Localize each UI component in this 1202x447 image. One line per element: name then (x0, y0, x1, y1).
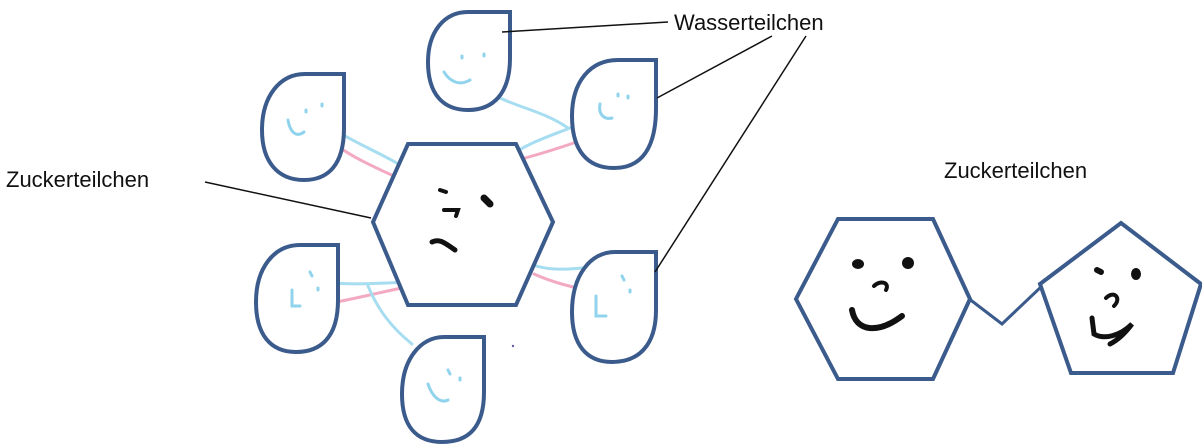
sugar-mouth (849, 307, 905, 332)
bond-blue (496, 95, 570, 130)
water-face (442, 70, 472, 85)
water-face (426, 382, 450, 403)
sugar-eye (480, 194, 494, 208)
sugar-pentagon-icon (1037, 220, 1202, 375)
sugar-mouth (429, 238, 458, 253)
leader-lines (204, 21, 807, 273)
sugar-face (849, 257, 914, 332)
sugar-nose (872, 280, 889, 292)
water-drop-icon (399, 335, 486, 445)
sugar-eye (1131, 268, 1141, 280)
bond-pink (328, 286, 404, 305)
water-drop-icon (425, 10, 512, 113)
sugar-mouth (1089, 315, 1134, 347)
bond-pink (334, 143, 400, 180)
label-water-particles: Wasserteilchen (674, 10, 824, 35)
leader-line (204, 181, 372, 219)
label-sugar-particle: Zuckerteilchen (6, 167, 149, 192)
sugar-nose (1104, 292, 1120, 308)
leader-line (501, 21, 669, 33)
water-face (594, 294, 608, 318)
water-drop-icon (259, 72, 346, 183)
sugar-face (429, 188, 494, 253)
bond-blue (512, 122, 582, 155)
sugar-hexagon-icon (370, 142, 556, 307)
water-face (620, 274, 626, 282)
bond-blue (338, 131, 404, 168)
leader-line (654, 35, 807, 273)
water-drop-icon (569, 250, 658, 365)
bond-blue (528, 262, 584, 271)
water-drop-icon (253, 243, 340, 355)
sugar-eye (902, 257, 914, 269)
water-face (286, 118, 306, 136)
sugar-face (1089, 267, 1141, 347)
water-particle (399, 335, 486, 445)
sugar-eye (438, 188, 448, 194)
water-face (446, 368, 452, 376)
water-drop-icon (569, 58, 658, 171)
water-particle (259, 72, 346, 183)
water-face (308, 270, 314, 278)
sugar-eye (852, 259, 864, 269)
water-face (290, 288, 302, 308)
water-particle (569, 250, 658, 365)
stray-dot (511, 344, 515, 348)
water-particle (569, 58, 658, 171)
bond-pink (516, 138, 584, 162)
label-sugar-particles-pair: Zuckerteilchen (944, 158, 1087, 183)
sugar-nose (442, 208, 461, 218)
water-face (598, 102, 614, 120)
sugar-eye (1094, 267, 1104, 275)
water-particle (425, 10, 512, 113)
water-particle (253, 243, 340, 355)
sugar-bond (966, 284, 1044, 326)
sugar-hexagon-icon (793, 217, 973, 381)
leader-line (656, 35, 773, 99)
bond-blue (366, 284, 414, 346)
